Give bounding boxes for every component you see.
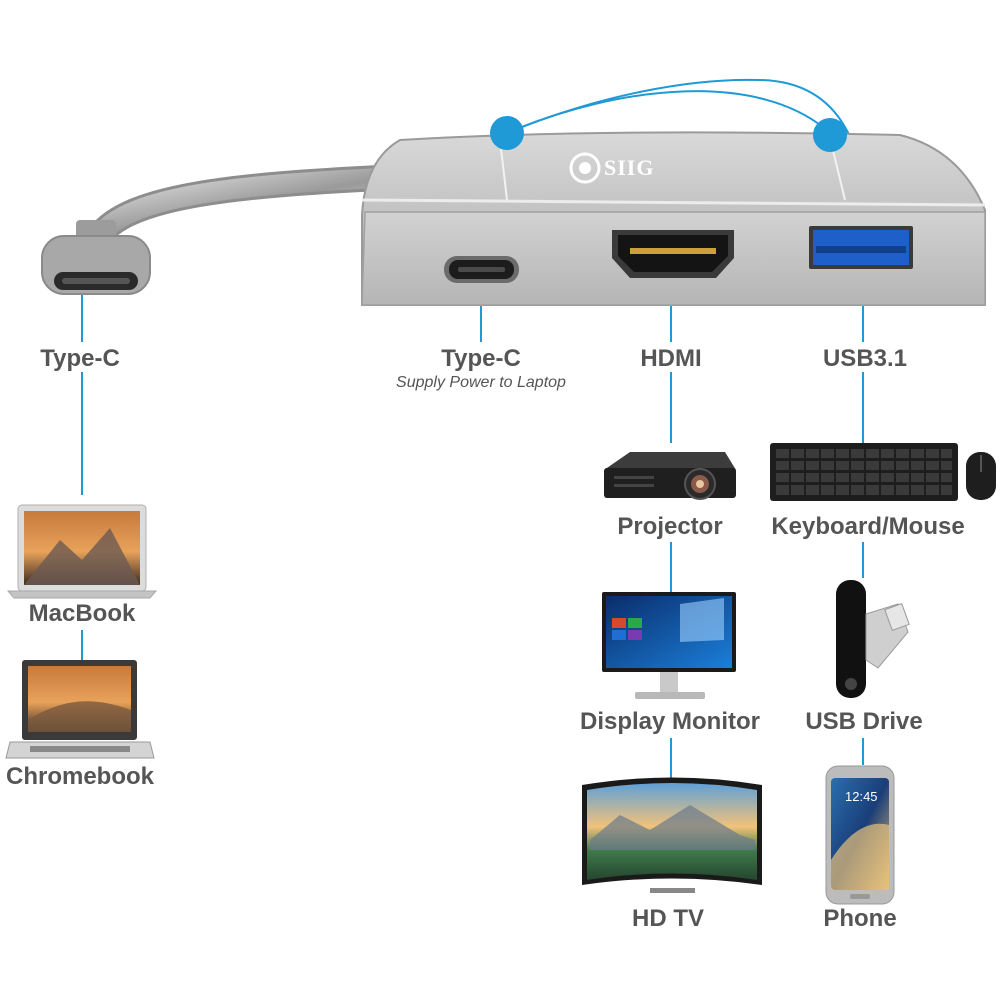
usb-a-port — [809, 226, 913, 269]
label-usb-drive: USB Drive — [805, 708, 923, 735]
label-pd-typec: Type-C — [441, 345, 521, 372]
label-hdmi: HDMI — [640, 345, 702, 372]
phone-screen-clock: 12:45 — [845, 789, 878, 804]
monitor-icon — [602, 592, 736, 699]
braided-cable — [87, 165, 393, 248]
usb-hub-body — [361, 131, 986, 306]
label-display-monitor: Display Monitor — [579, 708, 761, 735]
brand-logo-text: SIIG — [604, 155, 655, 180]
typec-pd-port — [444, 256, 519, 283]
label-hd-tv: HD TV — [632, 905, 704, 932]
line-arc-inner — [506, 90, 831, 134]
tv-icon — [582, 777, 762, 893]
connector-dot-right — [813, 118, 847, 152]
label-pd-sublabel: Supply Power to Laptop — [396, 374, 566, 391]
siig-logo-mark — [569, 152, 601, 184]
projector-icon — [604, 452, 736, 500]
macbook-icon — [6, 504, 158, 599]
hdmi-port — [612, 230, 734, 278]
label-usb: USB3.1 — [822, 345, 908, 372]
usb-drive-icon — [836, 580, 910, 698]
mouse-icon — [966, 452, 996, 500]
label-input-typec: Type-C — [40, 345, 120, 372]
keyboard-icon — [770, 443, 958, 501]
phone-icon — [825, 765, 895, 905]
label-phone: Phone — [823, 905, 897, 932]
typec-plug-connector — [41, 220, 151, 295]
label-macbook: MacBook — [28, 600, 136, 627]
chromebook-icon — [5, 660, 155, 759]
label-chromebook: Chromebook — [5, 763, 155, 790]
connector-dot-left — [490, 116, 524, 150]
label-projector: Projector — [617, 513, 723, 540]
label-keyboard-mouse: Keyboard/Mouse — [771, 513, 965, 540]
